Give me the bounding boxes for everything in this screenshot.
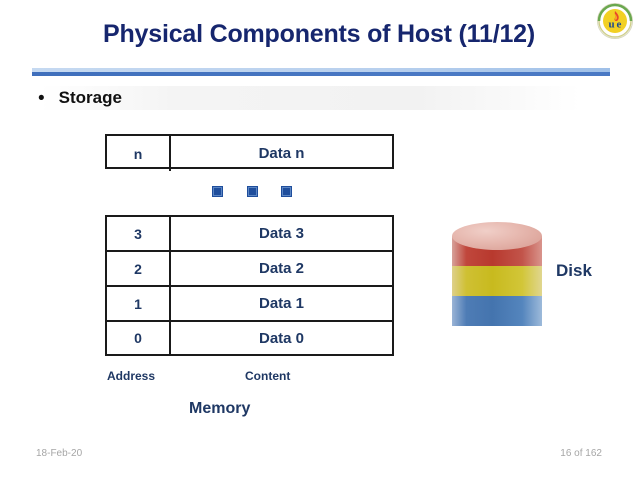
disk-top-ellipse — [452, 222, 542, 250]
table-row: n Data n — [107, 136, 392, 171]
cell-content: Data 3 — [258, 225, 305, 242]
disk-band-blue — [452, 296, 542, 326]
divider-bottom-band — [32, 72, 610, 76]
ellipsis-square-icon — [246, 186, 258, 197]
cell-content: Data n — [258, 145, 305, 162]
table-row: 0 Data 0 — [107, 322, 392, 354]
disk-label: Disk — [556, 261, 592, 280]
cell-address: 3 — [107, 217, 171, 250]
memory-table-main: 3 Data 3 2 Data 2 1 Data 1 0 Data 0 — [105, 215, 394, 356]
page-title: Physical Components of Host (11/12) — [103, 20, 535, 48]
bullet-background-band — [40, 86, 580, 110]
memory-caption: Memory — [189, 400, 251, 417]
column-label-address: Address — [107, 369, 156, 383]
column-label-content: Content — [245, 369, 291, 383]
footer-page-number: 16 of 162 — [560, 448, 602, 459]
footer-date: 18-Feb-20 — [36, 448, 83, 459]
memory-table-top: n Data n — [105, 134, 394, 171]
table-row: 1 Data 1 — [107, 287, 392, 322]
disk-cylinder-graphic — [452, 222, 542, 338]
cell-address: 1 — [107, 287, 171, 320]
cell-address: 0 — [107, 322, 171, 354]
cell-content: Data 1 — [258, 295, 305, 312]
ellipsis-square-icon — [281, 186, 292, 197]
disk-band-yellow — [452, 266, 542, 296]
logo-letters: u — [609, 19, 615, 31]
logo-letters-2: e — [617, 19, 622, 31]
ue-university-logo: u e — [596, 2, 634, 40]
title-divider — [32, 68, 610, 76]
bullet-item-storage: • Storage — [38, 86, 122, 110]
logo-svg: u e — [597, 3, 633, 39]
cell-address: n — [107, 136, 171, 171]
ellipsis-square-icon — [212, 186, 223, 197]
cell-content: Data 0 — [258, 329, 305, 347]
table-row: 3 Data 3 — [107, 217, 392, 252]
table-row: 2 Data 2 — [107, 252, 392, 287]
divider-top-band — [32, 68, 610, 72]
cell-address: 2 — [107, 252, 171, 285]
bullet-dot-icon: • — [38, 87, 45, 109]
cell-content: Data 2 — [258, 260, 305, 277]
bullet-item-label: Storage — [58, 88, 122, 107]
vertical-ellipsis-squares — [212, 186, 292, 198]
